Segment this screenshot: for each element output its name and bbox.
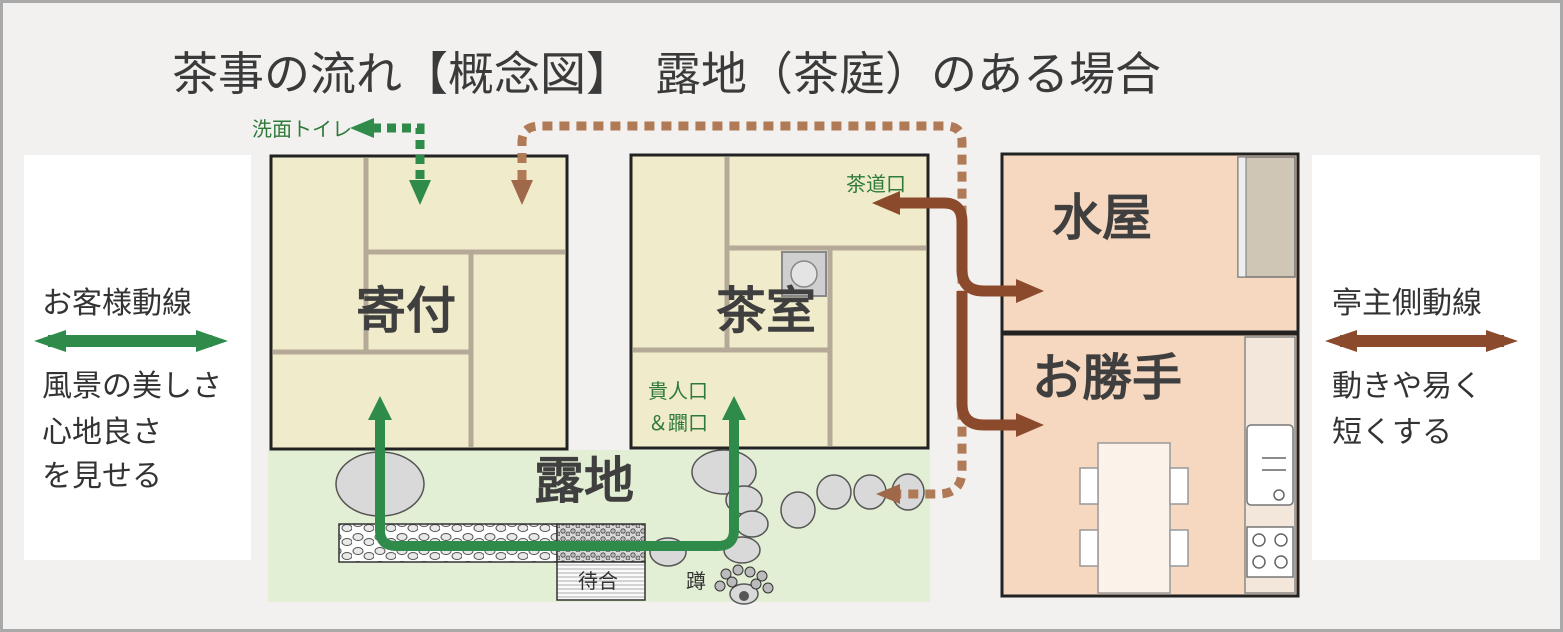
chair xyxy=(1079,529,1099,567)
machiai-bench xyxy=(556,561,646,601)
okatte-label: お勝手 xyxy=(1032,349,1182,407)
guest-legend-arrow-left-icon xyxy=(34,330,66,352)
host-legend-arrow-right-icon xyxy=(1486,330,1518,352)
mizuya-shelf xyxy=(1237,156,1296,278)
host-text-line-2: 短くする xyxy=(1332,415,1452,450)
yoritsuki-label: 寄付 xyxy=(356,282,456,340)
guest-text-line-1: 風景の美しさ xyxy=(42,369,222,404)
arrow-left-icon xyxy=(350,118,374,138)
host-flow-arrows xyxy=(511,121,1044,504)
guest-flow-heading: お客様動線 xyxy=(42,286,192,321)
host-text-line-1: 動きや易く xyxy=(1332,369,1482,404)
arrow-up-icon xyxy=(722,396,746,420)
page-title: 茶事の流れ【概念図】 露地（茶庭）のある場合 xyxy=(172,47,1161,101)
host-dotted-route xyxy=(517,121,967,499)
arrow-left-icon xyxy=(872,191,900,215)
guest-legend-arrow-right-icon xyxy=(196,330,228,352)
machiai-label: 待合 xyxy=(578,569,618,593)
garden-rock xyxy=(691,449,757,495)
dining-table xyxy=(1097,442,1171,594)
arrow-right-icon xyxy=(1016,279,1044,303)
mizuya-room: 水屋 xyxy=(1000,152,1300,334)
water-hole-icon xyxy=(739,591,749,601)
okatte-room: お勝手 xyxy=(1000,332,1300,598)
kinin-label-line-2: ＆躙口 xyxy=(648,411,708,435)
guest-path-garden xyxy=(375,412,739,551)
sink-icon xyxy=(1246,424,1294,506)
tsukubai-label: 蹲 xyxy=(686,569,706,593)
host-panel xyxy=(1312,155,1540,560)
guest-panel xyxy=(24,155,251,560)
stove-icon xyxy=(1246,526,1294,578)
kinin-label-line-1: 貴人口 xyxy=(648,379,708,403)
arrow-left-icon xyxy=(876,484,900,504)
guest-text-line-2: 心地良さ xyxy=(42,415,162,450)
arrow-up-icon xyxy=(368,396,392,420)
roji-label: 露地 xyxy=(534,452,634,510)
chair xyxy=(1169,467,1189,505)
arrow-down-icon xyxy=(409,180,431,205)
garden-rock xyxy=(780,491,816,529)
kettle-icon xyxy=(790,260,818,288)
garden-rock xyxy=(735,510,769,538)
yoritsuki-room: 寄付 xyxy=(269,154,569,451)
chair xyxy=(1169,529,1189,567)
toilet-label: 洗面トイレ xyxy=(252,117,352,141)
guest-flow-arrows: 洗面トイレ xyxy=(252,117,746,551)
chashitsu-label: 茶室 xyxy=(716,282,816,340)
guest-text-line-3: を見せる xyxy=(42,459,162,494)
host-path-mizuya xyxy=(900,197,1020,297)
garden-rock xyxy=(816,474,852,510)
chair xyxy=(1079,467,1099,505)
host-legend-arrow-left-icon xyxy=(1325,330,1357,352)
host-path-okatte xyxy=(956,291,1020,431)
arrow-right-icon xyxy=(1016,413,1044,437)
host-flow-heading: 亭主側動線 xyxy=(1332,286,1482,321)
mizuya-label: 水屋 xyxy=(1052,189,1152,247)
sadouguchi-label: 茶道口 xyxy=(846,172,906,196)
arrow-down-icon xyxy=(511,180,533,205)
guest-path-toilet xyxy=(372,123,425,182)
